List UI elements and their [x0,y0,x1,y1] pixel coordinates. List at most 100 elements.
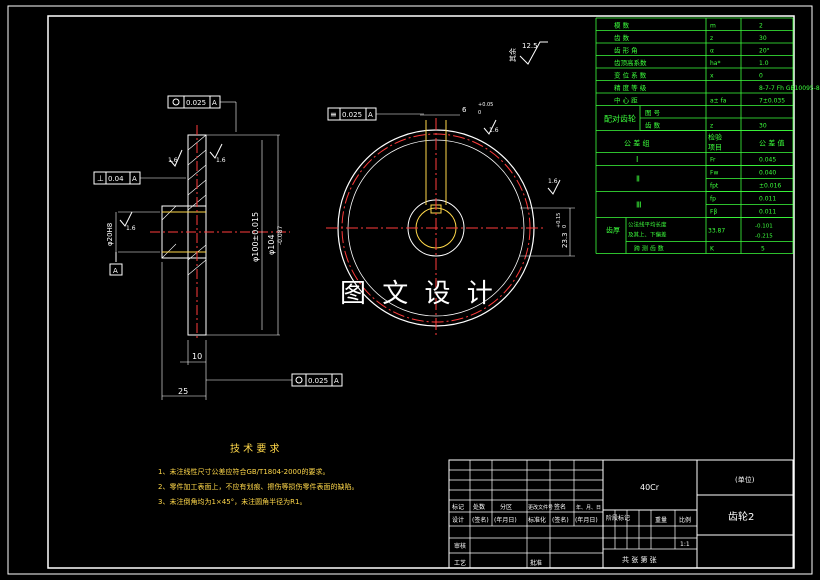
param-name: 齿 形 角 [614,46,638,55]
material: 40Cr [640,483,660,492]
param-value: 20° [759,48,770,55]
tol-header-group: 公 差 组 [624,139,649,148]
dim-pitch: φ100±0.015 [251,212,260,262]
svg-text:+0.15: +0.15 [556,213,562,228]
dim-hub-len: 10 [192,352,202,361]
svg-text:(签名): (签名) [472,516,489,524]
mating-row-value: 30 [759,123,767,130]
tol-row-symbol: fpt [710,183,719,190]
svg-text:处数: 处数 [473,503,485,511]
svg-text:分区: 分区 [500,503,512,511]
rough-side: 1.6 [548,178,558,185]
span-dev-2: -0.215 [755,234,773,240]
tech-req-line-1: 1、未注线性尺寸公差应符合GB/T1804-2000的要求。 [158,467,329,476]
svg-text:0.025: 0.025 [342,111,362,119]
tol-header-item: 检验 [708,133,722,142]
param-name: 模 数 [614,21,630,30]
mating-row-symbol: z [710,123,713,130]
datum-a: A [109,252,123,276]
keyway-depth: 23.3 [561,232,569,248]
title-block: 标记 处数 分区 更改文件号 签名 年、月、日 设计 (签名) (年月日) 标准… [448,459,794,569]
front-view: 6 +0.05 0 23.3 +0.15 0 ≡ 0.025 A 1.6 1.6 [326,102,575,338]
tech-req-line-3: 3、未注倒角均为1×45°，未注圆角半径为R1。 [158,497,307,506]
svg-text:(签名): (签名) [552,516,569,524]
span-label: 齿厚 [606,227,620,235]
watermark: 图 文 设 计 [340,279,497,309]
param-name: 精 度 等 级 [614,83,647,92]
mating-row-name: 齿 数 [645,121,661,130]
section-view: φ100±0.015 φ104 -0.087 φ20H8 10 25 0.025… [93,95,343,400]
param-name: 齿 数 [614,33,630,42]
span-count-val: 5 [761,246,765,253]
svg-text:比例: 比例 [679,516,691,524]
company: (单位) [735,475,755,484]
svg-text:批准: 批准 [530,559,542,567]
tol-row-symbol: Fw [710,170,718,177]
svg-text:标准化: 标准化 [528,516,546,524]
svg-text:1.6: 1.6 [126,225,136,232]
tol-row-value: ±0.016 [759,183,781,190]
svg-text:0: 0 [478,110,481,116]
dim-outer: φ104 [267,234,276,255]
param-name: 变 位 系 数 [614,71,647,80]
svg-text:年、月、日: 年、月、日 [576,504,601,511]
param-symbol: m [710,23,716,30]
tol-header-value: 公 差 值 [759,139,784,148]
svg-text:阶段标记: 阶段标记 [606,514,630,522]
svg-text:12.5: 12.5 [522,42,538,50]
span-count-label: 跨 测 齿 数 [634,245,664,253]
general-roughness: 12.5 其余 [508,41,548,65]
svg-text:0.025: 0.025 [308,377,328,385]
span-dev-1: -0.101 [755,224,773,230]
svg-text:设计: 设计 [452,516,464,524]
tol-row-symbol: Fr [710,157,716,164]
svg-text:标记: 标记 [452,503,464,511]
rough-keyway: 1.6 [489,127,499,134]
svg-text:其余: 其余 [508,48,517,62]
param-symbol: a± fa [710,98,727,105]
inner-border [47,15,795,569]
technical-requirements: 技 术 要 求 1、未注线性尺寸公差应符合GB/T1804-2000的要求。 2… [158,442,358,506]
roughness-symbols-section: 1.6 1.6 1.6 [119,143,226,232]
svg-text:1:1: 1:1 [680,541,690,548]
svg-text:0.025: 0.025 [186,99,206,107]
svg-text:A: A [334,377,339,385]
keyway-width: 6 [462,106,467,114]
svg-text:0.04: 0.04 [108,175,124,183]
param-symbol: ha* [710,60,720,67]
outer-border [7,5,813,575]
svg-text:+0.05: +0.05 [478,102,493,108]
svg-text:A: A [368,111,373,119]
mating-label: 配对齿轮 [604,114,636,124]
param-value: 0 [759,73,763,80]
tol-row-symbol: Fβ [710,209,717,216]
svg-text:A: A [212,99,217,107]
param-symbol: α [710,48,714,55]
svg-text:1.6: 1.6 [216,157,226,164]
param-value: 7±0.035 [759,98,785,105]
gdt-runout-bottom: 0.025 A [206,373,343,387]
tol-row-value: 0.011 [759,209,776,216]
svg-text:重量: 重量 [655,516,667,524]
svg-text:审核: 审核 [454,542,466,550]
svg-text:(年月日): (年月日) [575,516,598,524]
param-value: 2 [759,23,763,30]
svg-text:⊥: ⊥ [97,174,104,183]
gdt-runout-top: 0.025 A [167,95,237,132]
part-name: 齿轮2 [728,510,754,523]
tol-group: Ⅱ [636,175,640,184]
tol-group: Ⅲ [636,201,642,210]
param-name: 齿顶高系数 [614,58,647,67]
tol-row-value: 0.045 [759,157,776,164]
svg-text:A: A [132,175,137,183]
gdt-perpendicular: ⊥ 0.04 A [93,171,186,185]
param-name: 中 心 距 [614,96,638,105]
mating-row-name: 图 号 [645,109,661,117]
tol-header-item-2: 项目 [708,144,722,152]
hatching [161,134,207,276]
dim-total-len: 25 [178,387,188,396]
tol-row-value: 0.040 [759,170,776,177]
svg-text:0: 0 [562,225,568,228]
param-value: 30 [759,35,767,42]
